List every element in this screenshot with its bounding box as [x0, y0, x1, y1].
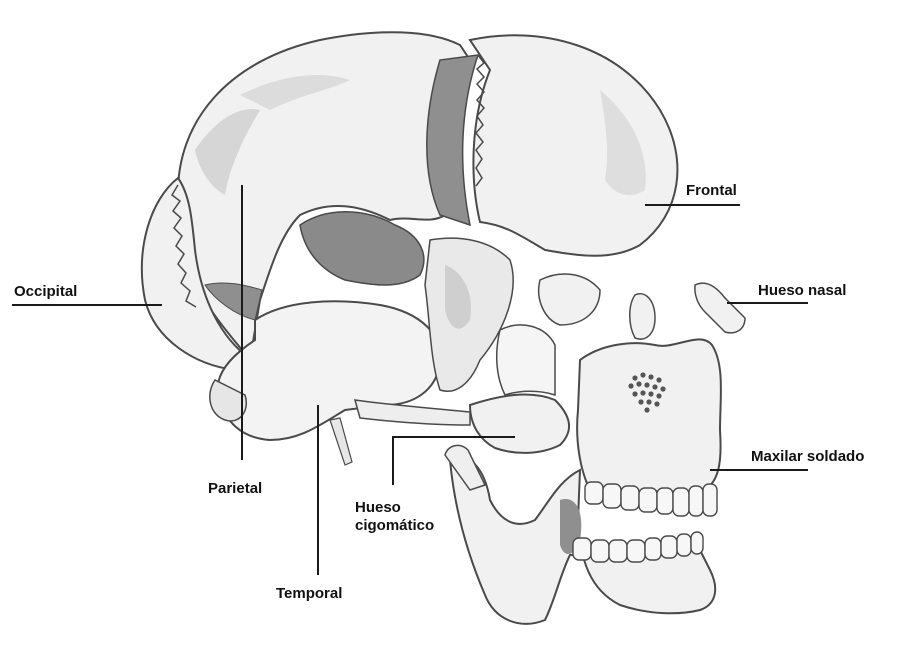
maxilla-bone [577, 339, 721, 492]
frontal-bone [470, 35, 677, 255]
lacrimal-bone [630, 294, 655, 339]
styloid-process [330, 418, 352, 465]
label-temporal: Temporal [276, 585, 342, 603]
zygomatic-process [355, 400, 470, 425]
label-frontal: Frontal [686, 182, 737, 200]
nasal-bone [695, 283, 745, 333]
zygomatic-upper [497, 325, 555, 395]
label-parietal: Parietal [208, 480, 262, 498]
label-hueso-cigomatico-line1: Hueso [355, 499, 465, 517]
zygomatic-bone [470, 395, 569, 453]
label-hueso-cigomatico-line2: cigomático [355, 517, 465, 535]
label-hueso-nasal: Hueso nasal [758, 282, 846, 300]
label-occipital: Occipital [14, 283, 77, 301]
inner-cavity [300, 212, 424, 285]
ethmoid-fragment [539, 274, 600, 325]
label-maxilar-soldado: Maxilar soldado [751, 448, 864, 466]
label-hueso-cigomatico: Hueso cigomático [355, 499, 465, 535]
coronal-suture [427, 55, 478, 225]
